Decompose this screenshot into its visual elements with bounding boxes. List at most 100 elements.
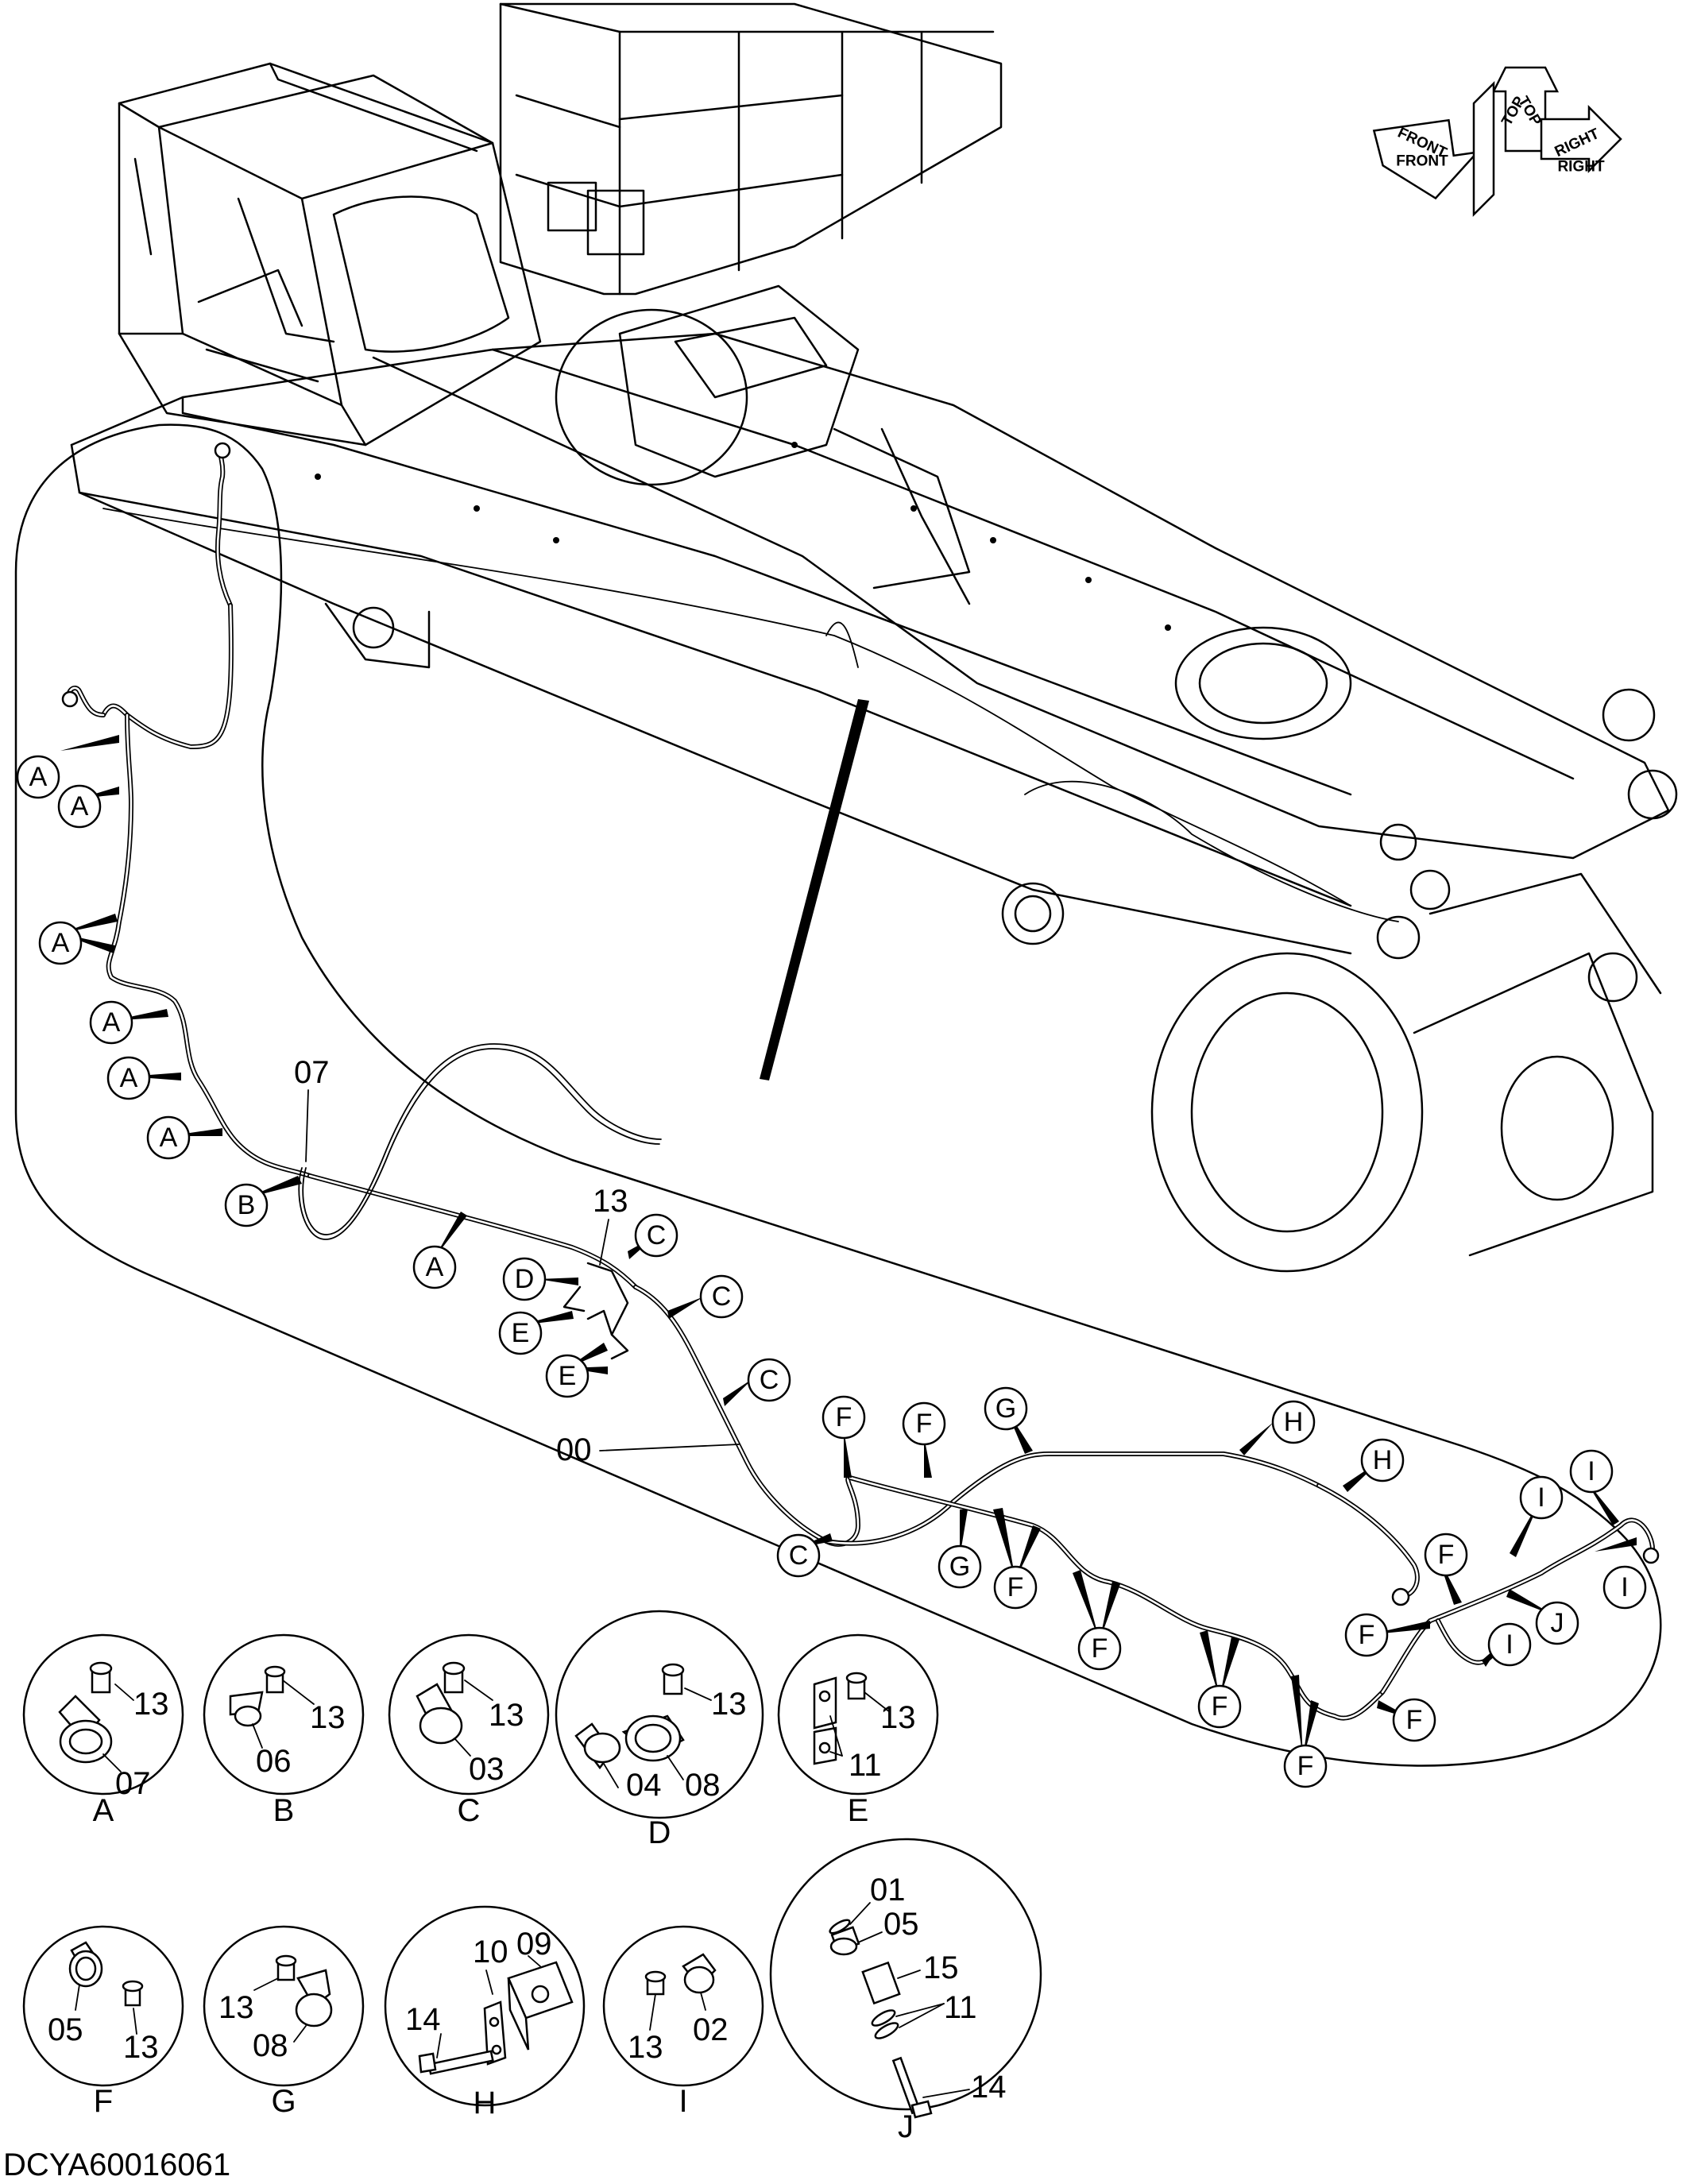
detail-label-E: E	[848, 1793, 869, 1828]
cab	[118, 62, 542, 446]
svg-text:01: 01	[870, 1873, 906, 1908]
detail-view-A: 13 07 A	[22, 1633, 184, 1828]
frame-rail	[70, 284, 1678, 1273]
svg-text:F: F	[1438, 1540, 1455, 1570]
svg-text:13: 13	[310, 1700, 346, 1735]
svg-text:B: B	[238, 1190, 256, 1220]
svg-text:C: C	[760, 1365, 779, 1395]
svg-text:06: 06	[256, 1744, 292, 1779]
svg-text:D: D	[515, 1264, 535, 1294]
callout-C-2: C	[699, 1274, 744, 1319]
callout-G-1: G	[984, 1386, 1028, 1431]
callout-E-2: E	[545, 1354, 590, 1398]
detail-label-B: B	[273, 1793, 295, 1828]
control-boxes	[499, 2, 1003, 296]
svg-text:13: 13	[880, 1700, 916, 1735]
callout-G-2: G	[937, 1544, 982, 1589]
callout-A-6: A	[146, 1115, 191, 1160]
callout-D: D	[502, 1257, 547, 1301]
svg-text:11: 11	[849, 1748, 882, 1783]
callout-F-3: F	[993, 1565, 1038, 1610]
detail-leader-wedge	[760, 699, 869, 1080]
callout-F-7: F	[1392, 1698, 1436, 1742]
svg-text:H: H	[1373, 1445, 1393, 1475]
svg-text:09: 09	[516, 1927, 552, 1962]
svg-text:14: 14	[971, 2070, 1007, 2105]
svg-text:C: C	[712, 1281, 732, 1312]
svg-text:F: F	[1212, 1691, 1228, 1722]
detail-label-F: F	[94, 2084, 113, 2119]
svg-text:J: J	[1551, 1608, 1564, 1638]
svg-text:13: 13	[628, 2030, 663, 2065]
svg-text:A: A	[426, 1252, 444, 1282]
detail-view-H: 10 09 14 H	[384, 1905, 586, 2120]
callout-A-1: A	[16, 755, 60, 799]
callout-F-5: F	[1197, 1684, 1242, 1729]
svg-text:13: 13	[489, 1698, 524, 1733]
callout-A-7: A	[412, 1245, 457, 1289]
callout-I-2: I	[1569, 1449, 1614, 1494]
detail-view-C: 13 03 C	[388, 1633, 550, 1828]
svg-text:I: I	[1621, 1572, 1628, 1602]
callout-A-5: A	[106, 1056, 151, 1100]
svg-text:08: 08	[685, 1768, 721, 1803]
svg-text:13: 13	[133, 1687, 169, 1722]
svg-text:E: E	[512, 1318, 530, 1348]
detail-label-I: I	[678, 2084, 687, 2119]
callout-H-2: H	[1360, 1438, 1405, 1482]
harness-part-labels: 07 13 00	[294, 1055, 740, 1467]
callout-F-1: F	[822, 1395, 866, 1440]
machine-frame	[70, 2, 1678, 1273]
svg-text:13: 13	[123, 2030, 159, 2065]
orientation-arrows: FRONT FRONT TOP TOP RIGHT RIGHT	[1372, 66, 1622, 218]
svg-text:C: C	[647, 1220, 667, 1250]
svg-text:F: F	[1406, 1705, 1423, 1735]
svg-text:H: H	[1284, 1407, 1304, 1437]
detail-label-J: J	[898, 2109, 914, 2144]
callout-B: B	[224, 1183, 269, 1227]
callout-A-2: A	[57, 784, 102, 829]
detail-view-F: 05 13 F	[22, 1925, 184, 2119]
orientation-front-label: FRONT	[1396, 153, 1448, 170]
svg-text:F: F	[1359, 1620, 1375, 1650]
detail-label-C: C	[458, 1793, 481, 1828]
svg-text:15: 15	[923, 1950, 959, 1985]
callout-F-9: F	[1424, 1533, 1468, 1577]
part-00-label: 00	[556, 1432, 592, 1467]
callout-C-3: C	[747, 1358, 791, 1402]
svg-text:A: A	[71, 791, 89, 821]
svg-text:F: F	[836, 1402, 852, 1432]
callout-J: J	[1535, 1601, 1579, 1645]
detail-view-D: 13 04 08 D	[555, 1610, 764, 1850]
svg-text:G: G	[949, 1552, 970, 1582]
callout-A-3: A	[38, 921, 83, 965]
svg-text:04: 04	[626, 1768, 662, 1803]
callout-F-2: F	[902, 1401, 946, 1446]
callout-A-4: A	[89, 1000, 133, 1045]
part-13-label: 13	[593, 1184, 628, 1219]
svg-text:I: I	[1587, 1456, 1595, 1486]
detail-view-G: 13 08 G	[203, 1925, 365, 2119]
svg-text:11: 11	[944, 1990, 977, 2025]
svg-text:F: F	[916, 1409, 933, 1439]
detail-views: 13 07 A 13 06 B 13 03 C	[22, 1610, 1042, 2144]
detail-label-H: H	[474, 2085, 497, 2120]
svg-text:10: 10	[473, 1935, 508, 1969]
callout-I-1: I	[1519, 1475, 1564, 1520]
svg-text:A: A	[120, 1063, 138, 1093]
svg-text:07: 07	[115, 1766, 151, 1801]
svg-text:F: F	[1092, 1633, 1108, 1664]
svg-text:03: 03	[469, 1752, 505, 1787]
svg-text:13: 13	[711, 1687, 747, 1722]
svg-text:A: A	[52, 928, 70, 958]
svg-text:F: F	[1007, 1572, 1024, 1602]
svg-text:05: 05	[883, 1907, 919, 1942]
svg-text:I: I	[1537, 1482, 1544, 1513]
svg-text:G: G	[995, 1394, 1016, 1424]
svg-text:C: C	[789, 1540, 809, 1571]
callout-C-1: C	[634, 1213, 678, 1258]
detail-view-B: 13 06 B	[203, 1633, 365, 1828]
drawing-code: DCYA60016061	[3, 2147, 230, 2182]
detail-label-G: G	[271, 2084, 296, 2119]
